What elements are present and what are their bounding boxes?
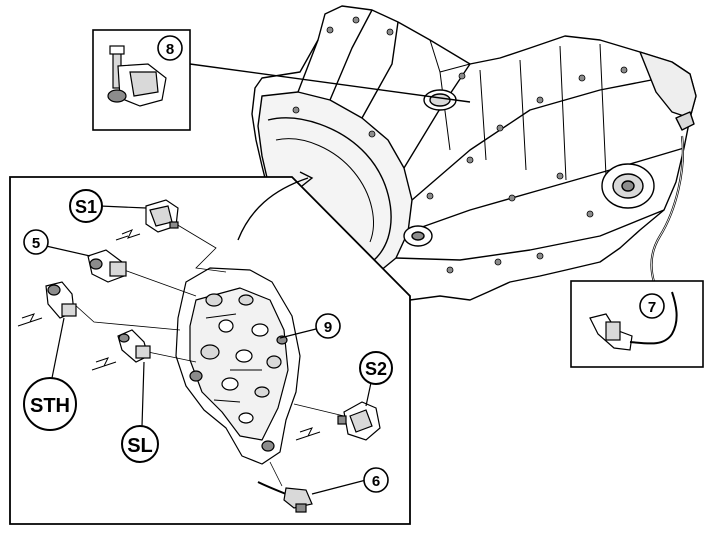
solenoid-sth bbox=[17, 281, 77, 327]
callout-8 bbox=[157, 35, 183, 61]
callout-9-label: 9 bbox=[324, 319, 332, 336]
callout-5 bbox=[23, 229, 49, 255]
callout-7-label: 7 bbox=[648, 299, 656, 316]
solenoid-s1 bbox=[115, 199, 179, 241]
callout-s2 bbox=[359, 351, 393, 385]
callout-6 bbox=[363, 467, 389, 493]
callout-sth bbox=[23, 377, 77, 431]
connector-6 bbox=[257, 481, 313, 513]
speed-sensor-8 bbox=[107, 45, 167, 107]
solenoid-5 bbox=[87, 249, 127, 283]
callout-sl-label: SL bbox=[127, 435, 153, 457]
callout-sth-label: STH bbox=[30, 395, 70, 417]
callout-6-label: 6 bbox=[372, 473, 380, 490]
inset-7: 7 bbox=[570, 135, 704, 368]
callout-s2-label: S2 bbox=[365, 359, 387, 379]
solenoid-s2 bbox=[295, 401, 381, 441]
callout-s1 bbox=[69, 189, 103, 223]
callout-8-label: 8 bbox=[166, 41, 174, 58]
callout-sl bbox=[121, 425, 159, 463]
callout-s1-label: S1 bbox=[75, 197, 97, 217]
speed-sensor-7 bbox=[589, 291, 678, 351]
housing-bolts bbox=[292, 16, 628, 274]
leader-lines bbox=[45, 205, 373, 495]
callout-9 bbox=[315, 313, 341, 339]
valve-body-9 bbox=[175, 267, 301, 465]
inset-8: 8 bbox=[92, 29, 471, 131]
solenoid-sl bbox=[91, 329, 151, 371]
callout-7 bbox=[639, 293, 665, 319]
callout-5-label: 5 bbox=[32, 235, 40, 252]
guide-lines bbox=[73, 223, 345, 487]
valve-body-inset: S1 5 9 STH SL S2 6 bbox=[9, 171, 411, 525]
